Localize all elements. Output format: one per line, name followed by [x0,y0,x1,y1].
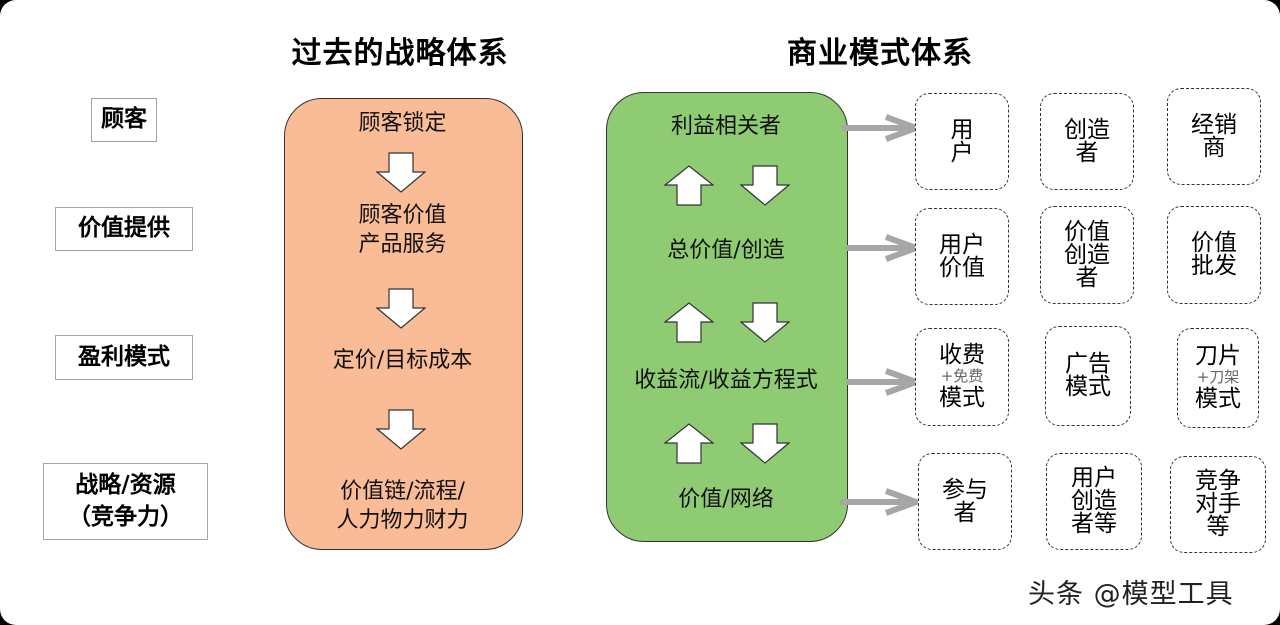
example-text: 价值 创造 者 [1064,218,1110,291]
down-arrow-icon [376,288,426,329]
down-arrow-icon [740,423,790,464]
example-text: 模式 [1195,385,1241,412]
bm-step-revenue-stream: 收益流/收益方程式 [634,368,818,393]
example-text: 模式 [939,384,985,411]
example-text: 用户 价值 [939,231,985,281]
example-text: 竞争 对手 等 [1195,468,1241,540]
connector-arrow-icon [846,234,922,262]
example-distributor: 经销 商 [1167,88,1261,185]
down-arrow-icon [376,152,426,193]
connector-arrow-icon [840,488,922,516]
past-step-value-chain: 价值链/流程/ 人力物力财力 [336,479,469,533]
example-user-creators: 用户 创造 者等 [1046,453,1142,550]
example-user-value: 用户 价值 [915,208,1009,305]
down-arrow-icon [376,409,426,450]
example-text: 广告 模式 [1065,351,1111,400]
example-subtext: +刀架 [1196,368,1240,387]
example-text: 经销 商 [1191,111,1237,161]
row-label-value-proposition: 价值提供 [55,207,193,251]
up-arrow-icon [664,165,714,206]
past-step-customer-lock: 顾客锁定 [358,111,447,136]
example-subtext: +免费 [940,367,984,386]
bm-step-total-value: 总价值/创造 [667,238,785,263]
example-fee-free-model: 收费 +免费 模式 [915,328,1009,426]
example-text: 用户 创造 者等 [1071,465,1117,537]
row-label-customer: 顾客 [91,98,157,142]
example-text: 价值 批发 [1191,230,1237,279]
up-arrow-icon [664,423,714,464]
down-arrow-icon [740,302,790,343]
example-value-creator: 价值 创造 者 [1040,206,1134,304]
past-step-customer-value: 顾客价值 产品服务 [358,203,447,257]
title-past-strategy: 过去的战略体系 [291,36,509,71]
connector-arrow-icon [842,114,922,142]
connector-arrow-icon [846,368,922,396]
row-label-strategy-resources: 战略/资源 （竞争力） [43,463,208,540]
example-razor-blade-model: 刀片 +刀架 模式 [1177,328,1259,428]
example-competitors: 竞争 对手 等 [1170,456,1266,553]
bm-step-value-network: 价值/网络 [678,487,774,512]
example-value-wholesale: 价值 批发 [1167,206,1261,304]
row-label-profit-model: 盈利模式 [55,335,193,380]
example-participants: 参与 者 [918,453,1012,550]
watermark: 头条 @模型工具 [1028,579,1234,610]
business-model-panel [606,92,848,542]
example-text: 用 户 [950,116,974,166]
example-creator: 创造 者 [1040,93,1134,190]
example-text: 收费 [939,342,985,369]
down-arrow-icon [740,165,790,206]
example-user: 用 户 [915,93,1009,190]
up-arrow-icon [664,302,714,343]
example-ad-model: 广告 模式 [1045,326,1131,426]
example-text: 创造 者 [1064,116,1110,166]
title-business-model: 商业模式体系 [787,36,973,71]
bm-step-stakeholders: 利益相关者 [670,114,781,139]
example-text: 刀片 [1195,343,1241,370]
example-text: 参与 者 [942,476,988,526]
past-step-pricing: 定价/目标成本 [332,348,473,373]
